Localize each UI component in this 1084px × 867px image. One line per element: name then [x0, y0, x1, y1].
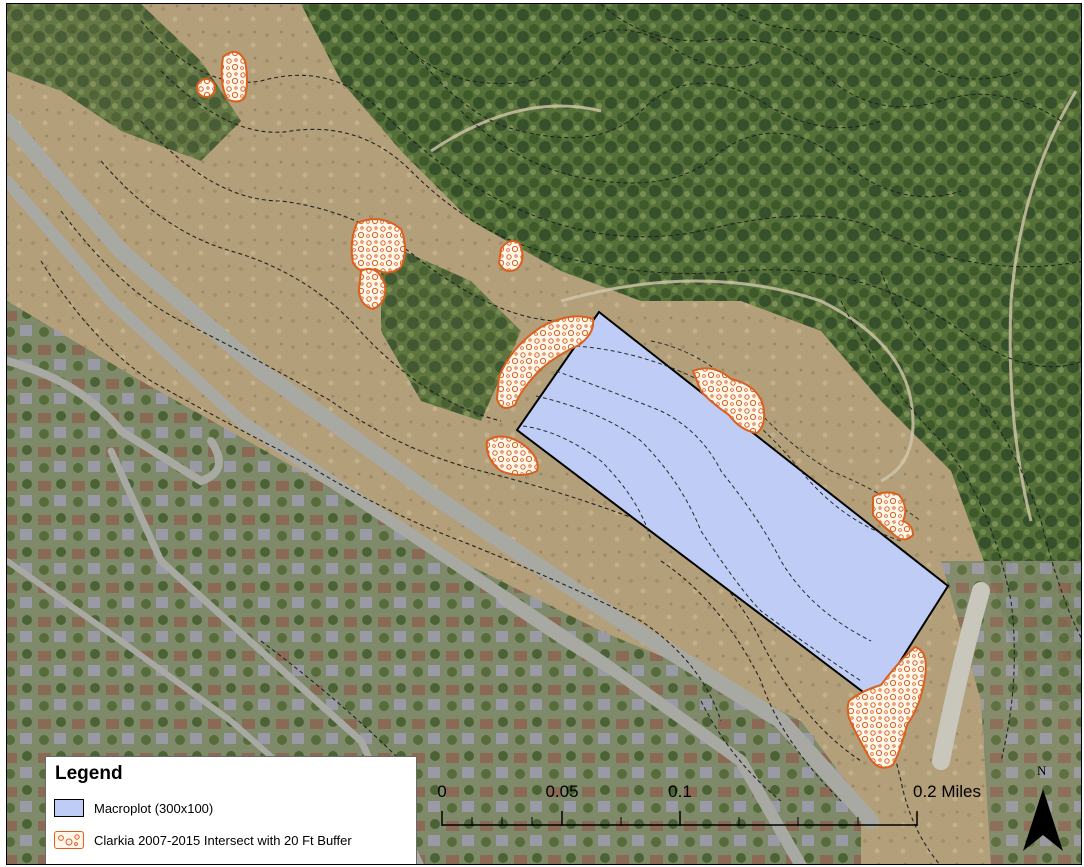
- north-arrow: N: [1015, 759, 1071, 855]
- scale-bar: 0 0.05 0.1 0.2 Miles: [427, 776, 987, 836]
- clarkia-polygon[interactable]: [846, 645, 927, 769]
- scale-label-0: 0: [437, 782, 447, 801]
- legend-item-clarkia: Clarkia 2007-2015 Intersect with 20 Ft B…: [54, 829, 352, 851]
- residential-area: [7, 301, 861, 864]
- map-legend: Legend Macroplot (300x100) Clarkia 2007-…: [45, 756, 417, 864]
- clarkia-polygon[interactable]: [495, 315, 595, 409]
- clarkia-polygon[interactable]: [196, 78, 216, 98]
- scale-label-0.05: 0.05: [545, 782, 579, 801]
- clarkia-polygon[interactable]: [220, 50, 248, 103]
- north-label: N: [1037, 763, 1047, 778]
- clarkia-polygon[interactable]: [691, 367, 766, 435]
- legend-label: Macroplot (300x100): [94, 800, 214, 816]
- clarkia-polygon[interactable]: [497, 240, 524, 272]
- trails: [430, 90, 1078, 522]
- macroplot-swatch: [54, 799, 84, 817]
- macroplot-contours: [522, 340, 922, 682]
- scale-label-0.2: 0.2 Miles: [912, 782, 982, 801]
- tree-cluster: [381, 241, 521, 421]
- clarkia-polygon[interactable]: [485, 435, 539, 476]
- contour-lines: [40, 4, 1081, 864]
- clarkia-polygons[interactable]: [196, 50, 927, 769]
- forest-area: [301, 4, 1081, 701]
- scale-label-0.1: 0.1: [668, 782, 692, 801]
- legend-item-macroplot: Macroplot (300x100): [54, 797, 213, 819]
- legend-title: Legend: [55, 763, 123, 784]
- north-arrow-icon: [1023, 789, 1063, 851]
- map-frame: Legend Macroplot (300x100) Clarkia 2007-…: [6, 3, 1082, 865]
- clarkia-polygon[interactable]: [350, 218, 406, 274]
- scale-bar-graphic: [441, 811, 918, 826]
- aerial-map: [7, 4, 1081, 864]
- forest-area: [7, 4, 241, 161]
- clarkia-polygon[interactable]: [872, 491, 915, 541]
- clarkia-swatch: [54, 831, 84, 849]
- clarkia-polygon[interactable]: [357, 267, 387, 311]
- legend-label: Clarkia 2007-2015 Intersect with 20 Ft B…: [94, 832, 352, 848]
